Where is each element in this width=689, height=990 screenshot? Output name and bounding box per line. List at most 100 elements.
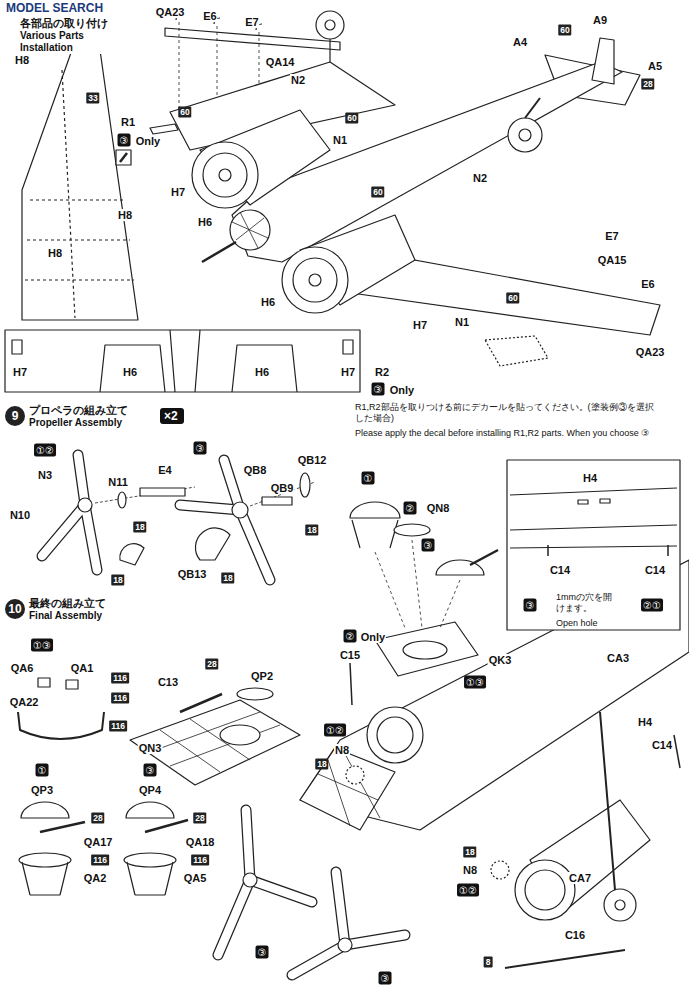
step-number: 9	[5, 406, 25, 426]
part-number: N2	[290, 74, 306, 86]
step-heading: 9プロペラの組み立てPropeller Assembly	[5, 403, 130, 429]
note: 1mmの穴を開けます。	[556, 592, 620, 614]
part-number: Only	[135, 135, 161, 147]
part-number: E6	[640, 278, 655, 290]
part-number: C14	[651, 739, 673, 751]
step-title: プロペラの組み立て	[29, 403, 128, 417]
part-number: H6	[197, 216, 213, 228]
paint-callout: 60	[558, 25, 571, 36]
paint-callout: 8	[484, 957, 493, 968]
scheme-badge: ①②	[457, 884, 479, 897]
scheme-badge: ③	[118, 134, 131, 147]
part-number: H8	[47, 247, 63, 259]
part-number: H7	[12, 366, 28, 378]
paint-callout: 60	[371, 187, 384, 198]
step-heading: 各部品の取り付けVarious Parts Installation	[20, 16, 122, 54]
scheme-badge: ③	[372, 383, 385, 396]
paint-callout: 116	[111, 693, 129, 704]
paint-callout: 28	[205, 659, 218, 670]
scheme-badge: ①	[36, 764, 49, 777]
quantity-box: ×2	[160, 408, 184, 424]
part-number: Only	[389, 384, 415, 396]
part-number: QP3	[30, 784, 54, 796]
note: R1,R2部品を取りつける前にデカールを貼ってください。(塗装例③を選択した場合…	[355, 402, 655, 424]
paint-callout: 18	[305, 525, 318, 536]
scheme-badge: ③	[422, 539, 435, 552]
part-number: C15	[339, 649, 361, 661]
paint-callout: 60	[178, 107, 191, 118]
part-number: A4	[512, 36, 528, 48]
part-number: E4	[157, 464, 172, 476]
scheme-badge: ②	[344, 630, 357, 643]
part-number: N1	[332, 134, 348, 146]
note: Open hole	[556, 618, 620, 629]
quantity-text: ×2	[164, 408, 178, 424]
part-number: QN3	[138, 742, 163, 754]
scheme-badge: ①②	[324, 724, 346, 737]
scheme-badge: ③	[194, 442, 207, 455]
part-number: C16	[564, 929, 586, 941]
step-title: Propeller Assembly	[29, 417, 128, 429]
part-number: H7	[412, 319, 428, 331]
paint-callout: 18	[133, 522, 146, 533]
paint-callout: 28	[641, 79, 654, 90]
part-number: QA14	[265, 56, 296, 68]
part-number: C14	[549, 564, 571, 576]
part-number: CA3	[606, 652, 630, 664]
part-number: E6	[202, 10, 217, 22]
paint-callout: 18	[111, 575, 124, 586]
part-number: E7	[244, 16, 259, 28]
paint-callout: 33	[86, 93, 99, 104]
part-number: QA23	[155, 6, 186, 18]
part-number: H4	[637, 716, 653, 728]
part-number: QA1	[70, 662, 95, 674]
part-number: QB13	[177, 568, 208, 580]
part-number: Only	[360, 631, 386, 643]
paint-callout: 18	[463, 847, 476, 858]
part-number: H6	[254, 366, 270, 378]
step-title: Final Assembly	[29, 610, 106, 622]
paint-callout: 28	[91, 813, 104, 824]
part-number: QA17	[83, 836, 114, 848]
part-number: N11	[107, 476, 129, 488]
paint-callout: 116	[91, 855, 109, 866]
part-number: R2	[374, 366, 390, 378]
part-number: CA7	[568, 872, 592, 884]
part-number: QA2	[83, 872, 108, 884]
part-number: QB9	[270, 482, 295, 494]
paint-callout: 116	[111, 673, 129, 684]
part-number: H8	[117, 209, 133, 221]
part-number: QB12	[297, 454, 328, 466]
part-number: H4	[582, 472, 598, 484]
part-number: N8	[334, 744, 350, 756]
paint-callout: 116	[191, 855, 209, 866]
scheme-badge: ①②	[34, 444, 56, 457]
part-number: C14	[644, 564, 666, 576]
part-number: H7	[170, 186, 186, 198]
part-number: N3	[37, 469, 53, 481]
paint-callout: 116	[109, 721, 127, 732]
part-number: C13	[157, 676, 179, 688]
step-number: 10	[5, 599, 25, 619]
part-number: A9	[592, 14, 608, 26]
step-title: 最終の組み立てFinal Assembly	[29, 596, 106, 622]
step-title: プロペラの組み立てPropeller Assembly	[29, 403, 128, 429]
scheme-badge: ①③	[31, 639, 53, 652]
part-number: N1	[454, 316, 470, 328]
part-number: QA18	[185, 836, 216, 848]
step-title: 最終の組み立て	[29, 596, 106, 610]
scheme-badge: ③	[256, 946, 269, 959]
scheme-badge: ①	[362, 472, 375, 485]
part-number: A5	[647, 60, 663, 72]
step-title: Various Parts Installation	[20, 30, 122, 54]
part-number: N2	[472, 172, 488, 184]
paint-callout: 18	[315, 759, 328, 770]
scheme-badge: ①③	[464, 676, 486, 689]
part-number: QA22	[9, 696, 40, 708]
part-number: N8	[462, 864, 478, 876]
scheme-badge: ③	[379, 972, 392, 985]
scheme-badge: ③	[524, 599, 537, 612]
paint-callout: 28	[193, 813, 206, 824]
scheme-badge: ②	[404, 502, 417, 515]
paint-callout: 60	[345, 113, 358, 124]
